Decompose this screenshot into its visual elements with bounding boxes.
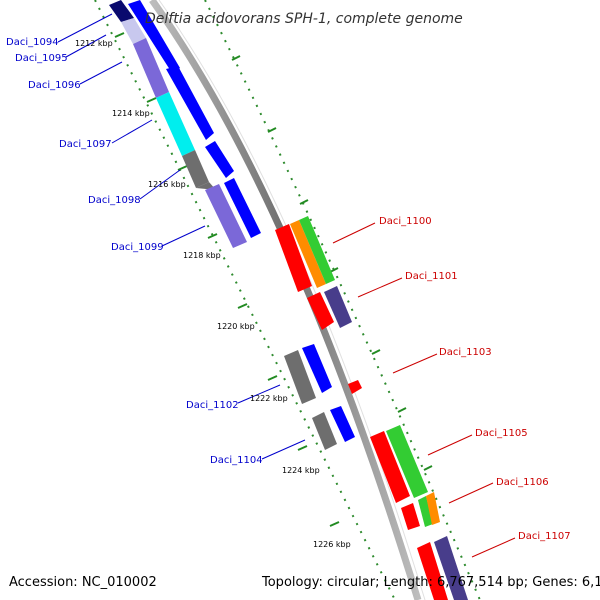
- label-daci-1106[interactable]: Daci_1106: [496, 477, 549, 488]
- label-daci-1096[interactable]: Daci_1096: [28, 80, 81, 91]
- gene-blue-1[interactable]: [128, 0, 180, 73]
- gene-blue-5[interactable]: [302, 344, 332, 393]
- gene-daci-1106-green[interactable]: [418, 496, 433, 527]
- kbp-label-1222: 1222 kbp: [250, 394, 288, 403]
- right-strand-genes: [275, 216, 468, 600]
- label-daci-1097[interactable]: Daci_1097: [59, 139, 112, 150]
- kbp-label-1216: 1216 kbp: [148, 180, 186, 189]
- label-daci-1095[interactable]: Daci_1095: [15, 53, 68, 64]
- gene-daci-1101-purple[interactable]: [324, 286, 352, 328]
- gene-daci-1104[interactable]: [312, 412, 337, 450]
- gene-blue-2[interactable]: [166, 66, 214, 140]
- gene-daci-1097b[interactable]: [182, 150, 209, 188]
- accession-text: Accession: NC_010002: [9, 575, 157, 590]
- label-daci-1100[interactable]: Daci_1100: [379, 216, 432, 227]
- gene-daci-1100-red[interactable]: [275, 224, 312, 292]
- label-daci-1099[interactable]: Daci_1099: [111, 242, 164, 253]
- gene-daci-1106-red[interactable]: [401, 503, 420, 530]
- gene-daci-1101-red[interactable]: [307, 292, 334, 330]
- gene-daci-1105-red[interactable]: [370, 431, 410, 503]
- inner-tick-ring: [94, 0, 396, 600]
- gene-daci-1096[interactable]: [133, 38, 169, 98]
- genome-title: Delftia acidovorans SPH-1, complete geno…: [145, 11, 463, 27]
- gene-daci-1107-purple[interactable]: [434, 536, 468, 600]
- gene-daci-1103[interactable]: [348, 380, 362, 394]
- gene-daci-1099[interactable]: [205, 184, 247, 248]
- gene-daci-1095[interactable]: [121, 18, 146, 44]
- kbp-label-1214: 1214 kbp: [112, 109, 150, 118]
- label-daci-1101[interactable]: Daci_1101: [405, 271, 458, 282]
- kbp-label-1212: 1212 kbp: [75, 39, 113, 48]
- blue-genes: [128, 0, 355, 442]
- gene-daci-1106-orange[interactable]: [426, 492, 440, 525]
- major-ticks: [114, 32, 340, 527]
- genome-summary-text: Topology: circular; Length: 6,767,514 bp…: [261, 575, 600, 590]
- gene-blue-3[interactable]: [205, 141, 234, 178]
- left-strand-genes: [109, 0, 337, 450]
- kbp-label-1220: 1220 kbp: [217, 322, 255, 331]
- gene-daci-1107-red[interactable]: [417, 542, 448, 600]
- kbp-label-1226: 1226 kbp: [313, 540, 351, 549]
- kbp-label-1224: 1224 kbp: [282, 466, 320, 475]
- gene-blue-4[interactable]: [224, 178, 261, 238]
- label-daci-1094[interactable]: Daci_1094: [6, 37, 59, 48]
- gene-daci-1105-green[interactable]: [386, 425, 428, 498]
- outer-tick-ring: [204, 0, 481, 600]
- genome-backbone-highlight: [158, 0, 426, 600]
- label-daci-1098[interactable]: Daci_1098: [88, 195, 141, 206]
- label-daci-1102[interactable]: Daci_1102: [186, 400, 239, 411]
- gene-daci-1097[interactable]: [156, 92, 195, 156]
- gene-blue-6[interactable]: [330, 406, 355, 442]
- label-daci-1103[interactable]: Daci_1103: [439, 347, 492, 358]
- gene-daci-1102[interactable]: [284, 350, 316, 404]
- gene-daci-1100-green[interactable]: [299, 216, 335, 284]
- left-leaders: [57, 13, 306, 460]
- label-daci-1107[interactable]: Daci_1107: [518, 531, 571, 542]
- genome-backbone: [149, 0, 422, 600]
- label-daci-1104[interactable]: Daci_1104: [210, 455, 263, 466]
- gene-daci-1100-orange[interactable]: [290, 220, 326, 288]
- right-leaders: [332, 222, 516, 558]
- gene-daci-1094[interactable]: [109, 0, 134, 22]
- outer-major-ticks: [231, 55, 433, 471]
- label-daci-1105[interactable]: Daci_1105: [475, 428, 528, 439]
- kbp-label-1218: 1218 kbp: [183, 251, 221, 260]
